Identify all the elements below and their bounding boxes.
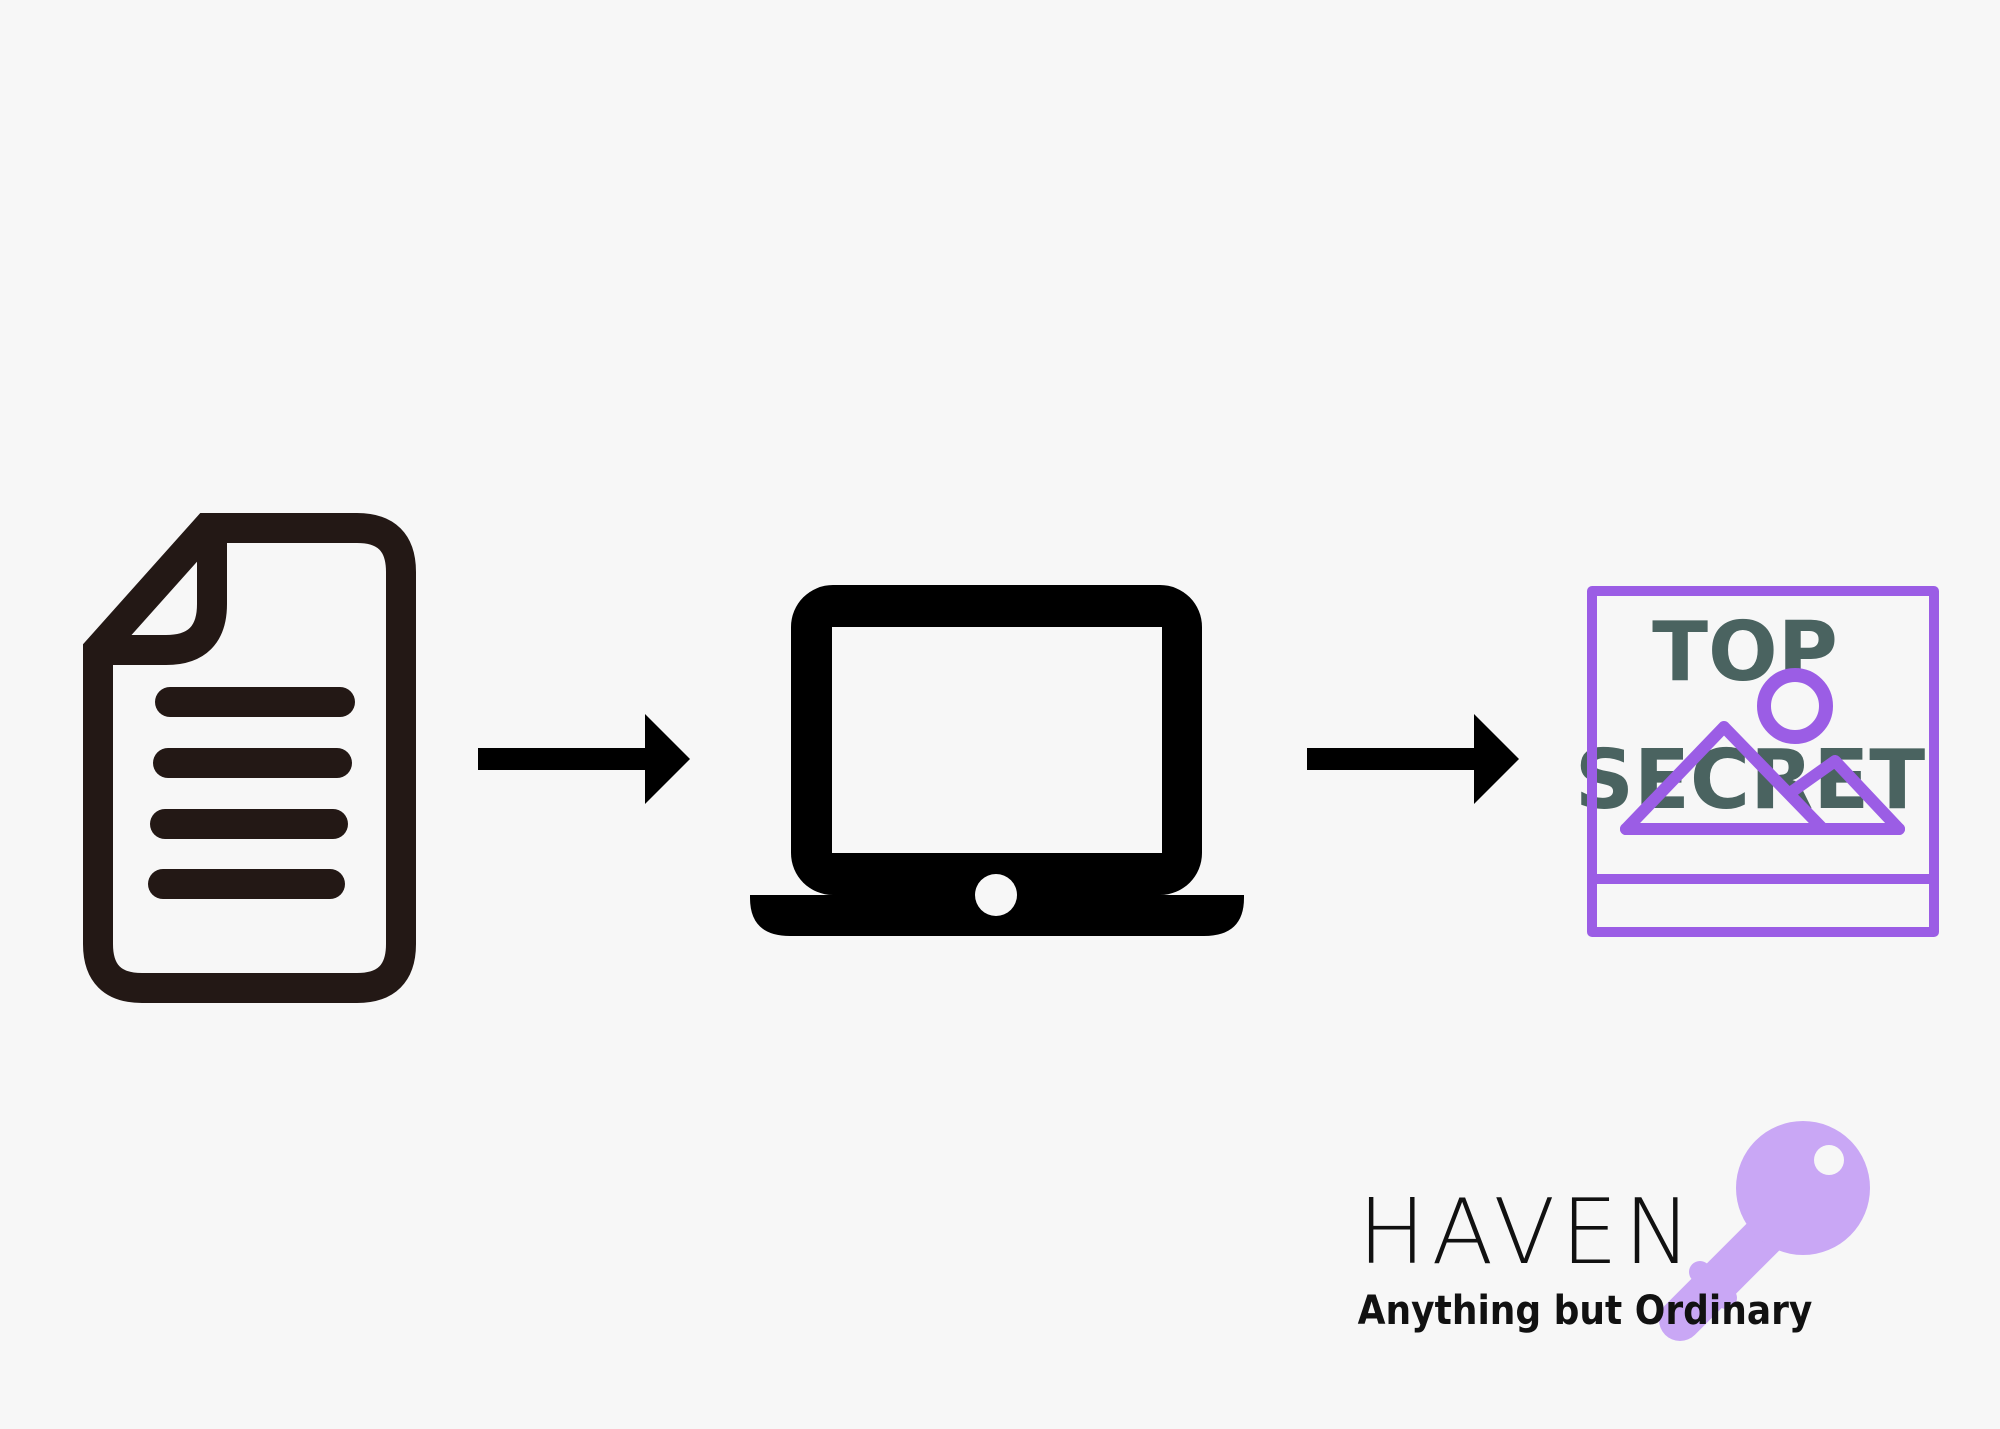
brand-logo: HAVEN Anything but Ordinary — [1358, 1121, 1870, 1341]
arrow-right-icon — [1307, 714, 1519, 804]
key-icon — [1659, 1121, 1870, 1341]
top-secret-image-icon: TOP SECRET — [1575, 586, 1939, 937]
arrow-right-icon — [478, 714, 690, 804]
laptop-icon — [750, 585, 1244, 936]
brand-name: HAVEN — [1358, 1180, 1697, 1285]
brand-tagline: Anything but Ordinary — [1358, 1288, 1813, 1334]
document-icon — [83, 513, 416, 1003]
